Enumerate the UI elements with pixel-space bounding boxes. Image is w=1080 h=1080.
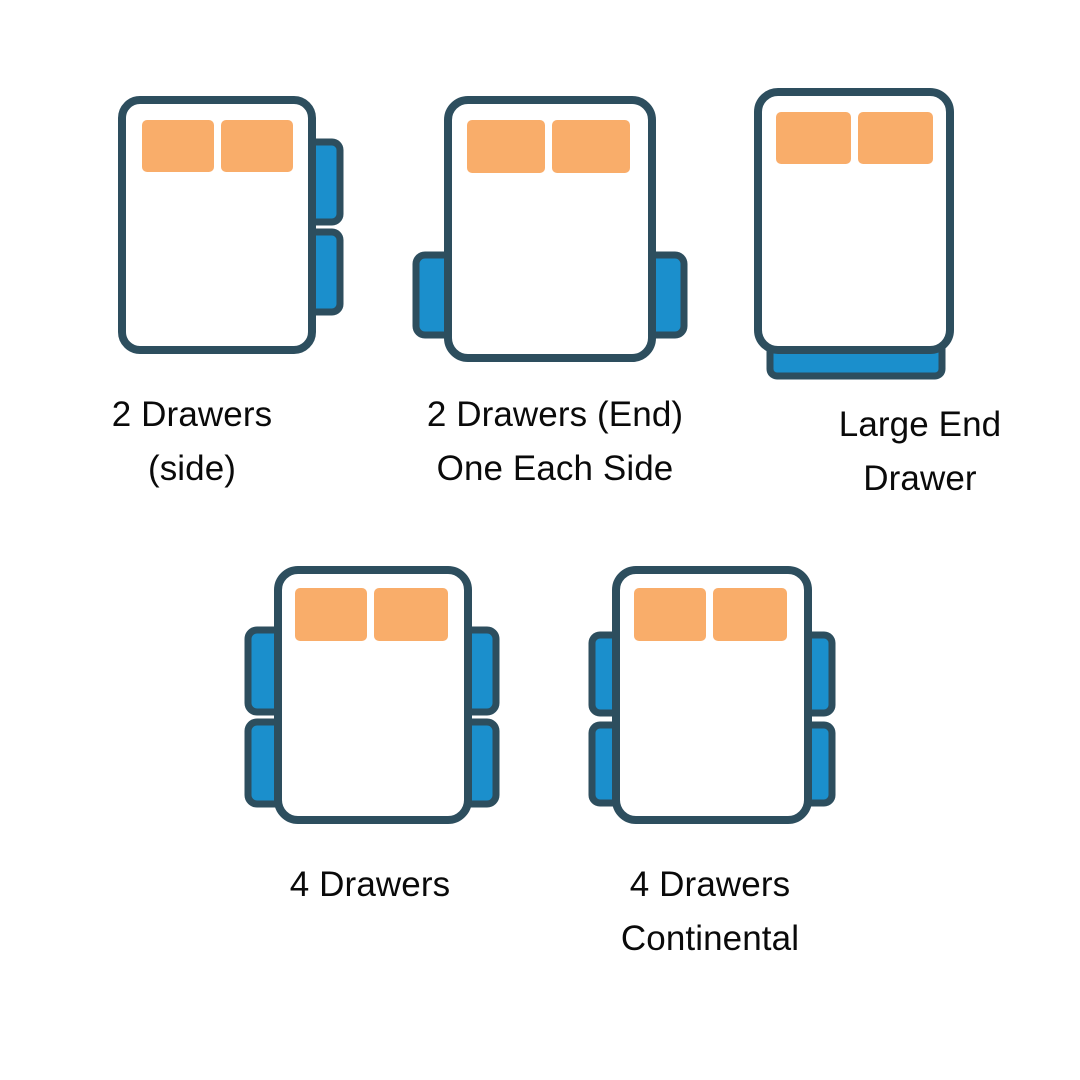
pillow-right: [552, 120, 630, 173]
pillow-right: [374, 588, 448, 641]
option-caption: 2 Drawers (side): [0, 388, 402, 496]
option-caption: Large End Drawer: [740, 398, 1080, 506]
pillow-left: [776, 112, 851, 164]
option-caption: 4 Drawers: [190, 858, 550, 912]
caption-line-2: Drawer: [863, 459, 977, 498]
pillow-left: [634, 588, 706, 641]
bed-diagram-four-drawers-continental: [588, 566, 836, 824]
caption-line-1: 4 Drawers: [629, 865, 791, 904]
caption-line-1: Large End: [838, 405, 1002, 444]
option-caption: 4 Drawers Continental: [530, 858, 890, 966]
bed-diagram-four-drawers: [244, 566, 500, 824]
caption-line-2: One Each Side: [436, 449, 674, 488]
bed-diagram-two-drawers-end: [412, 96, 688, 362]
caption-line-1: 2 Drawers: [111, 395, 273, 434]
pillow-right: [858, 112, 933, 164]
caption-line-2: (side): [147, 449, 237, 488]
caption-line-2: Continental: [620, 919, 800, 958]
option-caption: 2 Drawers (End) One Each Side: [380, 388, 730, 496]
option-four-drawers-continental[interactable]: 4 Drawers Continental: [530, 525, 890, 965]
bed-diagram-large-end-drawer: [754, 88, 954, 380]
option-two-drawers-side[interactable]: 2 Drawers (side): [0, 0, 420, 500]
pillow-left: [142, 120, 214, 172]
pillow-left: [467, 120, 545, 173]
pillow-left: [295, 588, 367, 641]
bed-diagram-two-drawers-side: [118, 96, 344, 354]
pillow-right: [221, 120, 293, 172]
caption-line-1: 4 Drawers: [289, 865, 451, 904]
pillow-right: [713, 588, 787, 641]
option-two-drawers-end-one-each-side[interactable]: 2 Drawers (End) One Each Side: [370, 0, 720, 500]
option-four-drawers[interactable]: 4 Drawers: [190, 525, 550, 945]
option-large-end-drawer[interactable]: Large End Drawer: [720, 0, 1080, 510]
caption-line-1: 2 Drawers (End): [426, 395, 684, 434]
